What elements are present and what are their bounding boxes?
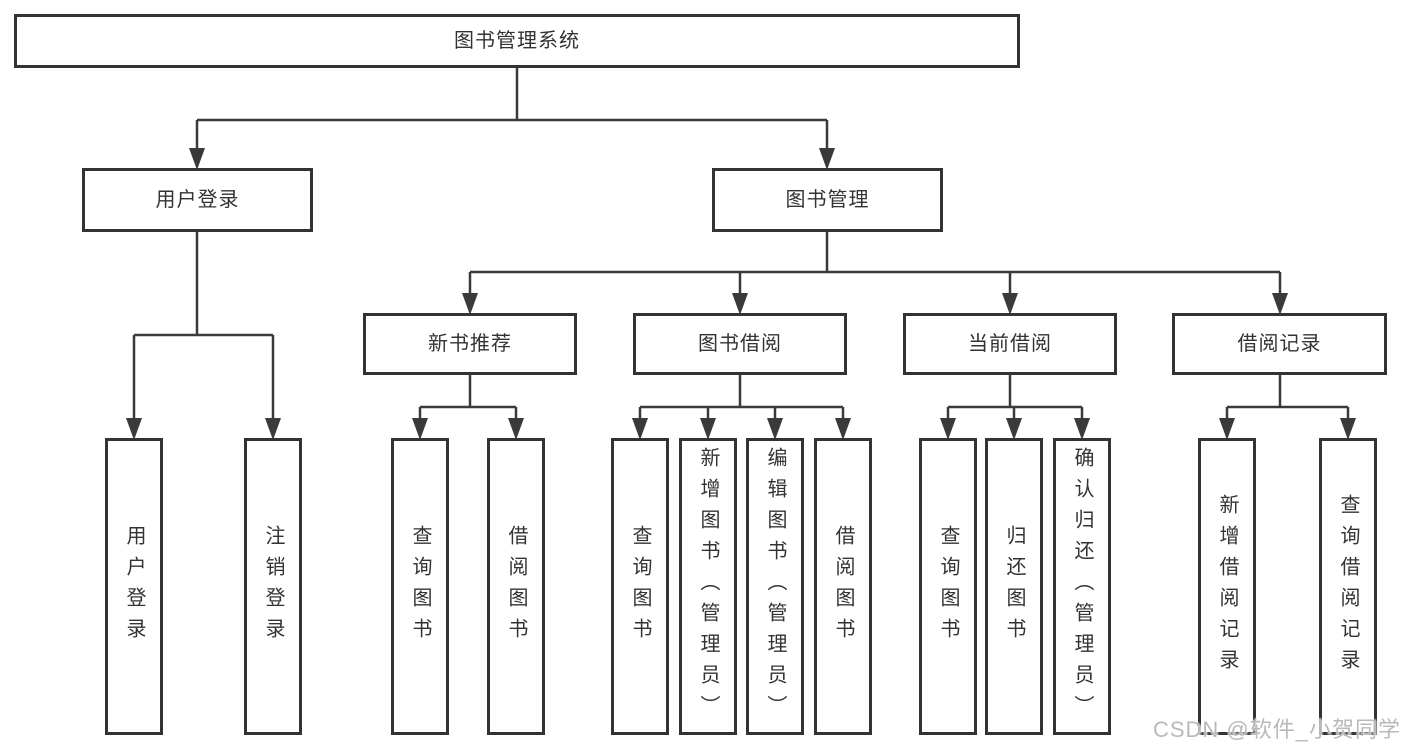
arrowhead-icon — [1219, 418, 1235, 440]
connector-user-login-to-leaves — [132, 232, 275, 418]
connector-lines — [132, 68, 1350, 418]
node-new-book-recommend: 新书推荐 — [363, 313, 577, 375]
leaf-confirm-return-admin: 确认归还（管理员） — [1053, 438, 1111, 735]
leaf-query-borrow-record: 查询借阅记录 — [1319, 438, 1377, 735]
arrowhead-icon — [1002, 293, 1018, 315]
connector-borrow-records-to-leaves — [1225, 375, 1350, 418]
leaf-label: 借阅图书 — [505, 524, 527, 649]
leaf-query-books-recommend: 查询图书 — [391, 438, 449, 735]
leaf-label: 用户登录 — [123, 524, 145, 649]
node-label: 用户登录 — [155, 189, 240, 211]
leaf-borrow-books: 借阅图书 — [814, 438, 872, 735]
node-book-management: 图书管理 — [712, 168, 943, 232]
leaf-label: 查询借阅记录 — [1337, 493, 1359, 680]
connector-book-borrow-to-leaves — [638, 375, 845, 418]
leaf-query-books-borrowing: 查询图书 — [611, 438, 669, 735]
leaf-add-books-admin: 新增图书（管理员） — [679, 438, 737, 735]
leaf-label: 查询图书 — [937, 524, 959, 649]
connector-new-book-rec-to-leaves — [418, 375, 518, 418]
arrowhead-icon — [700, 418, 716, 440]
arrowhead-icon — [508, 418, 524, 440]
leaf-label: 借阅图书 — [832, 524, 854, 649]
leaf-add-borrow-record: 新增借阅记录 — [1198, 438, 1256, 735]
arrowhead-icon — [126, 418, 142, 440]
node-borrowing-records: 借阅记录 — [1172, 313, 1387, 375]
arrowhead-icon — [835, 418, 851, 440]
node-label: 图书借阅 — [698, 333, 782, 355]
arrowhead-icon — [940, 418, 956, 440]
connector-root-to-level2 — [195, 68, 829, 148]
node-label: 图书管理系统 — [454, 30, 580, 52]
arrowhead-icon — [1074, 418, 1090, 440]
node-label: 图书管理 — [785, 189, 870, 211]
arrowhead-icon — [732, 293, 748, 315]
arrowhead-icon — [462, 293, 478, 315]
node-current-borrowing: 当前借阅 — [903, 313, 1117, 375]
node-label: 当前借阅 — [968, 333, 1052, 355]
arrowhead-icon — [819, 148, 835, 170]
arrowhead-icon — [1006, 418, 1022, 440]
node-label: 新书推荐 — [428, 333, 512, 355]
arrowhead-icon — [1340, 418, 1356, 440]
leaf-label: 编辑图书（管理员） — [764, 447, 786, 726]
connector-current-borrow-to-leaves — [946, 375, 1084, 418]
connector-book-mgmt-to-level3 — [468, 232, 1282, 293]
leaf-label: 注销登录 — [262, 524, 284, 649]
arrowhead-icon — [412, 418, 428, 440]
node-label: 借阅记录 — [1237, 333, 1322, 355]
leaf-label: 新增图书（管理员） — [697, 447, 719, 726]
watermark: CSDN @软件_小贺同学 — [1152, 717, 1401, 742]
leaf-label: 归还图书 — [1003, 524, 1025, 649]
leaf-user-login: 用户登录 — [105, 438, 163, 735]
leaf-label: 新增借阅记录 — [1216, 493, 1238, 680]
leaf-borrow-books-recommend: 借阅图书 — [487, 438, 545, 735]
arrowhead-icon — [189, 148, 205, 170]
leaf-label: 确认归还（管理员） — [1071, 447, 1093, 726]
node-library-management-system: 图书管理系统 — [14, 14, 1020, 68]
node-book-borrowing: 图书借阅 — [633, 313, 847, 375]
leaf-query-books-current: 查询图书 — [919, 438, 977, 735]
arrowhead-icon — [767, 418, 783, 440]
leaf-label: 查询图书 — [629, 524, 651, 649]
arrowhead-icon — [1272, 293, 1288, 315]
leaf-return-books: 归还图书 — [985, 438, 1043, 735]
leaf-edit-books-admin: 编辑图书（管理员） — [746, 438, 804, 735]
node-user-login: 用户登录 — [82, 168, 313, 232]
leaf-label: 查询图书 — [409, 524, 431, 649]
arrowhead-icon — [632, 418, 648, 440]
connector-arrowheads — [126, 148, 1356, 440]
leaf-logout: 注销登录 — [244, 438, 302, 735]
arrowhead-icon — [265, 418, 281, 440]
